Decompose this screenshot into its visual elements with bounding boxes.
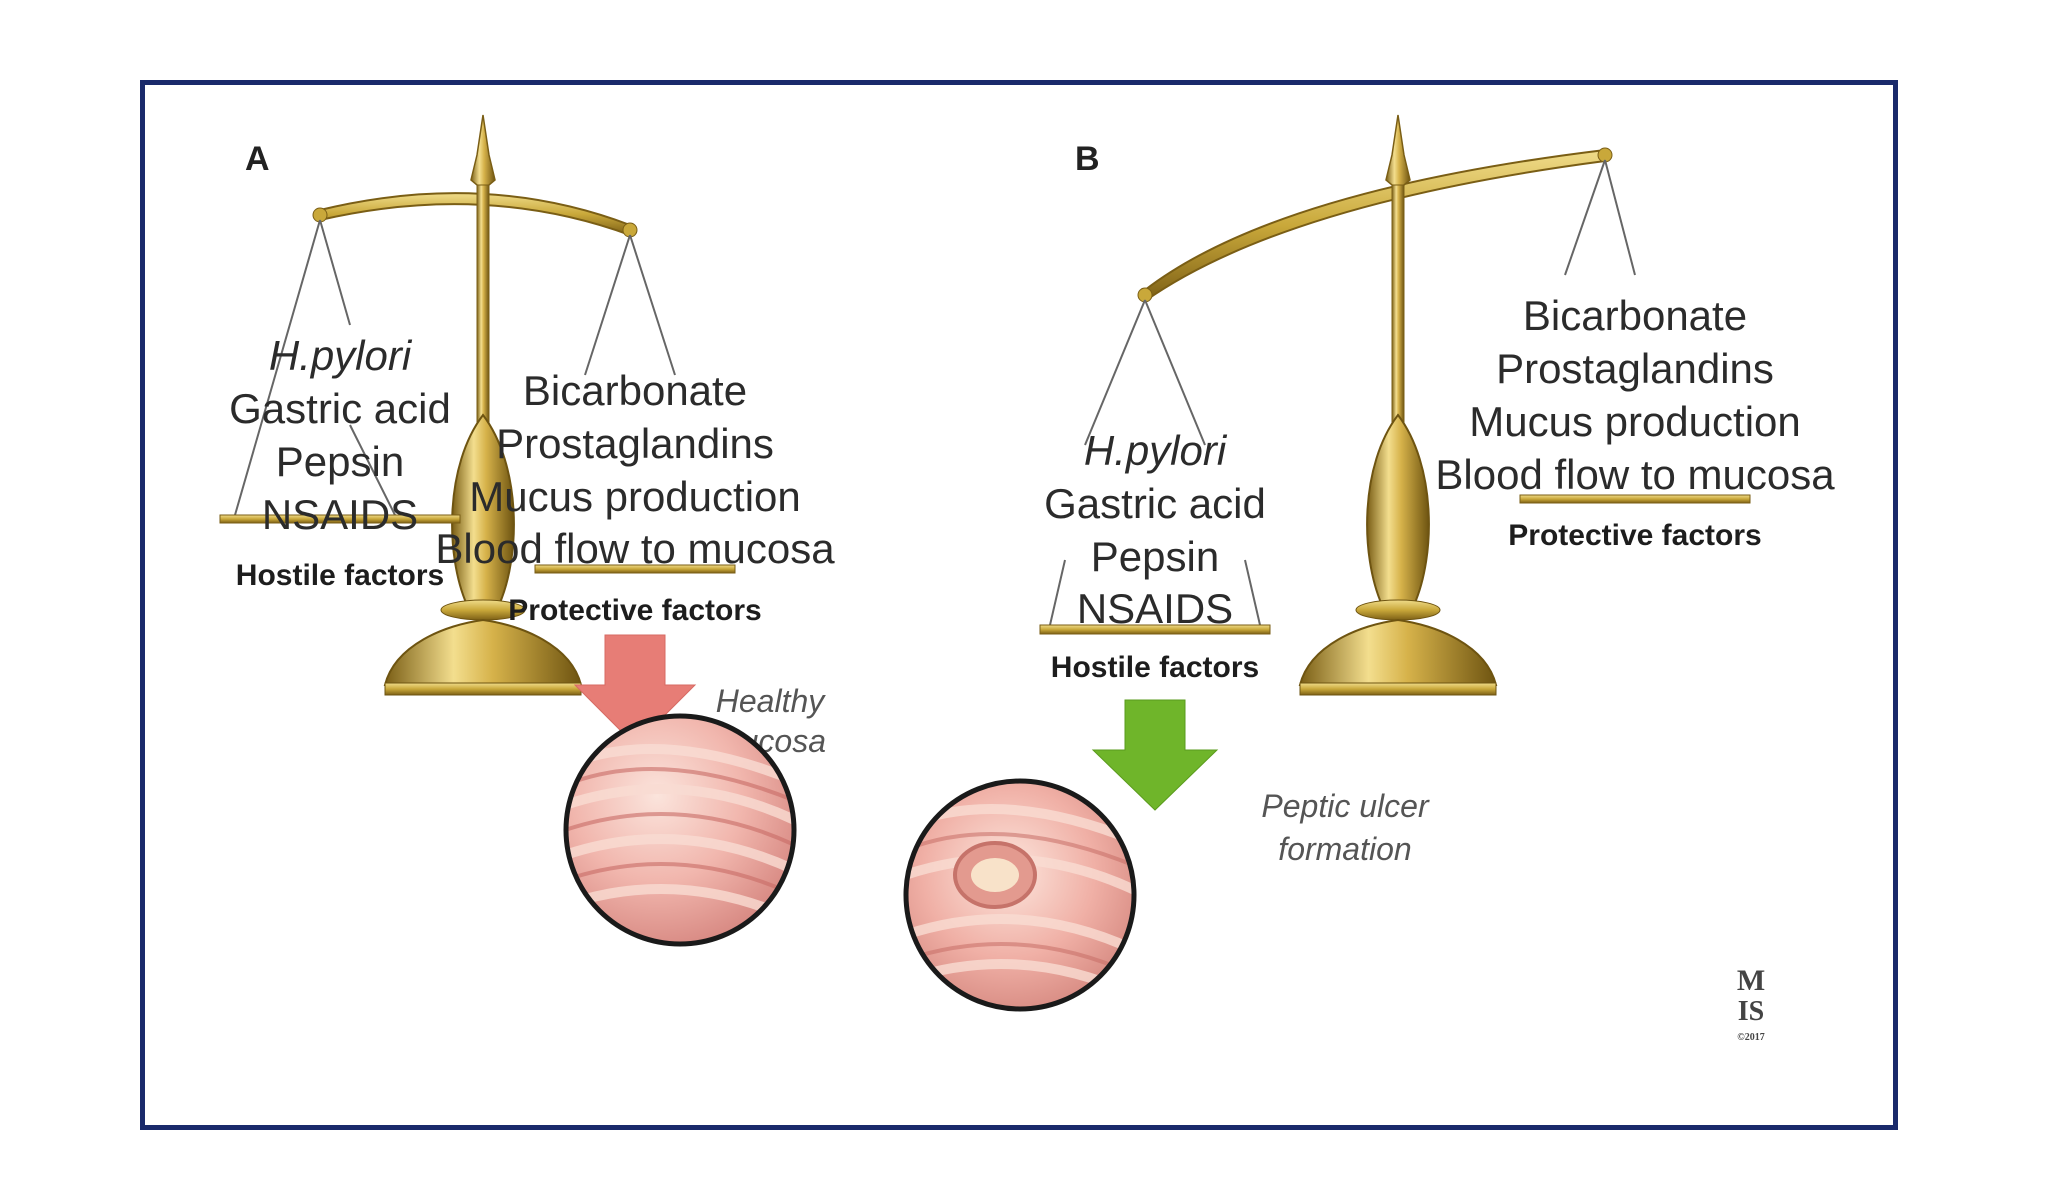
scale-a-string-right-inner bbox=[629, 234, 676, 376]
scale-a-pan-right bbox=[534, 564, 736, 574]
scale-a-finial bbox=[470, 114, 496, 191]
panel-b-protective-factors: Bicarbonate Prostaglandins Mucus product… bbox=[1435, 292, 1835, 552]
logo-line2: IS bbox=[1738, 996, 1764, 1027]
mucosa-b-outline bbox=[903, 778, 1137, 1012]
panel-a-hostile-item: NSAIDS bbox=[262, 491, 418, 538]
scale-b-pillar bbox=[1391, 184, 1405, 436]
scale-a-base bbox=[383, 618, 583, 686]
panel-b: B bbox=[903, 114, 1835, 1012]
scale-a-beam-end-right bbox=[622, 222, 638, 238]
logo-small: ©2017 bbox=[1737, 1032, 1764, 1043]
panel-a-protective-factors: Bicarbonate Prostaglandins Mucus product… bbox=[435, 367, 835, 627]
scale-a-beam-end-left bbox=[312, 207, 328, 223]
scale-a-pillar bbox=[476, 184, 490, 436]
scale-b-string-left-low-outer bbox=[1049, 559, 1066, 626]
scale-a-string-right-outer bbox=[584, 234, 631, 376]
scale-b-string-left-inner bbox=[1144, 299, 1206, 446]
mucosa-a-outline bbox=[563, 713, 797, 947]
panel-a-hostile-item: Gastric acid bbox=[229, 385, 451, 432]
peptic-ulcer-illustration bbox=[903, 778, 1137, 1012]
scale-b-string-right-inner bbox=[1604, 159, 1636, 276]
panel-a-hostile-item: H.pylori bbox=[269, 332, 413, 379]
balance-diagram: A bbox=[219, 114, 1835, 1043]
panel-b-hostile-item: H.pylori bbox=[1084, 427, 1228, 474]
panel-b-hostile-label: Hostile factors bbox=[1051, 651, 1259, 684]
scale-a bbox=[219, 114, 736, 696]
panel-a-hostile-label: Hostile factors bbox=[236, 559, 444, 592]
panel-b-outcome-line2: formation bbox=[1278, 831, 1411, 867]
scale-a-string-left-inner bbox=[319, 219, 351, 326]
panel-a-protective-item: Mucus production bbox=[469, 473, 801, 520]
panel-a-protective-label: Protective factors bbox=[508, 594, 761, 627]
panel-a: A bbox=[219, 114, 835, 947]
scale-b-pan-right bbox=[1519, 494, 1751, 504]
panel-b-hostile-item: Gastric acid bbox=[1044, 480, 1266, 527]
panel-a-protective-item: Blood flow to mucosa bbox=[435, 525, 835, 572]
panel-b-protective-item: Bicarbonate bbox=[1523, 292, 1747, 339]
scale-b-string-right-outer bbox=[1564, 159, 1606, 276]
publisher-logo: M IS ©2017 bbox=[1737, 964, 1765, 1043]
panel-b-hostile-item: Pepsin bbox=[1091, 533, 1219, 580]
scale-b-base bbox=[1298, 618, 1498, 686]
scale-a-string-left-inner-low bbox=[349, 424, 396, 516]
scale-a-plinth bbox=[384, 682, 582, 696]
panel-b-protective-item: Prostaglandins bbox=[1496, 345, 1774, 392]
panel-b-protective-item: Blood flow to mucosa bbox=[1435, 451, 1835, 498]
panel-b-down-arrow bbox=[1091, 699, 1219, 811]
panel-a-outcome-line1: Healthy bbox=[716, 683, 827, 719]
healthy-mucosa-illustration bbox=[563, 713, 797, 947]
logo-line1: M bbox=[1737, 964, 1765, 997]
scale-b-beam-end-left bbox=[1137, 287, 1153, 303]
scale-b-beam-end-right bbox=[1597, 147, 1613, 163]
panel-b-outcome-line1: Peptic ulcer bbox=[1261, 788, 1430, 824]
panel-b-protective-label: Protective factors bbox=[1508, 519, 1761, 552]
panel-b-protective-item: Mucus production bbox=[1469, 398, 1801, 445]
scale-b-plinth bbox=[1299, 682, 1497, 696]
figure-frame: A bbox=[140, 80, 1898, 1130]
panel-a-hostile-item: Pepsin bbox=[276, 438, 404, 485]
panel-b-letter: B bbox=[1075, 140, 1100, 178]
scale-b-string-left-low-inner bbox=[1244, 559, 1261, 626]
scale-a-pan-left bbox=[219, 514, 461, 524]
scale-b-collar bbox=[1355, 599, 1441, 621]
scale-b-string-left-outer bbox=[1084, 299, 1146, 446]
panel-a-letter: A bbox=[245, 140, 270, 178]
scale-b-beam bbox=[1144, 148, 1606, 303]
panel-a-protective-item: Bicarbonate bbox=[523, 367, 747, 414]
ulcer-base bbox=[971, 858, 1019, 892]
panel-b-hostile-item: NSAIDS bbox=[1077, 585, 1233, 632]
scale-a-beam bbox=[319, 192, 631, 237]
scale-b-finial bbox=[1385, 114, 1411, 191]
scale-b-column bbox=[1366, 413, 1430, 606]
scale-b bbox=[1039, 114, 1751, 696]
panel-a-hostile-factors: H.pylori Gastric acid Pepsin NSAIDS Host… bbox=[229, 332, 451, 592]
panel-a-protective-item: Prostaglandins bbox=[496, 420, 774, 467]
panel-b-hostile-factors: H.pylori Gastric acid Pepsin NSAIDS Host… bbox=[1044, 427, 1266, 684]
scale-b-pan-left bbox=[1039, 624, 1271, 635]
scale-a-string-left-outer bbox=[234, 219, 321, 516]
mucosa-a-folds-shadow bbox=[566, 767, 794, 902]
